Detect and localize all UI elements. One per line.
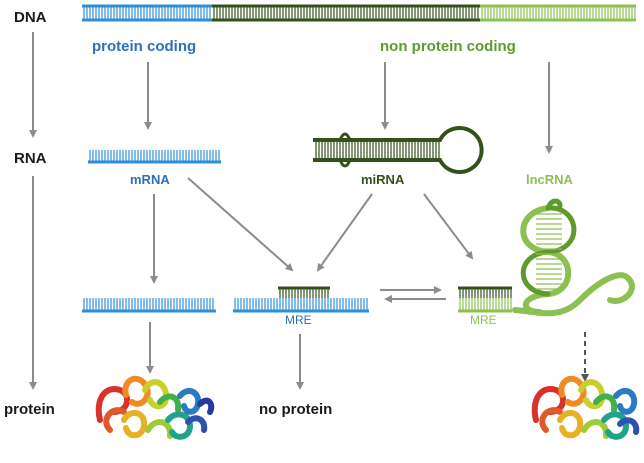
level-label-dna: DNA <box>14 9 47 26</box>
category-protein-coding: protein coding <box>92 38 196 55</box>
mrna-strand <box>88 150 221 164</box>
dna-noncoding-segment <box>212 4 480 22</box>
dna-double-strand <box>82 4 636 22</box>
outcome-no-protein: no protein <box>259 401 332 418</box>
mirna-hairpin <box>313 126 484 174</box>
lncrna-mre-site <box>458 298 512 313</box>
category-non-protein-coding: non protein coding <box>380 38 516 55</box>
mirna-bound-to-lncrna <box>458 286 512 298</box>
level-label-rna: RNA <box>14 150 47 167</box>
label-lncrna: lncRNA <box>526 172 574 187</box>
label-mre-mrna: MRE <box>285 313 312 327</box>
mrna-with-mre <box>233 298 369 313</box>
arrow-mirna-to-mrna-mre <box>316 193 373 272</box>
arrow-mirna-to-lncrna-mre <box>423 193 474 260</box>
protein-structure-left <box>95 375 215 440</box>
dna-coding-segment <box>82 4 212 22</box>
arrow-mrna-to-mre <box>187 177 294 272</box>
mirna-bound-to-mrna <box>278 286 330 298</box>
level-label-protein: protein <box>4 401 55 418</box>
label-mrna: mRNA <box>130 172 170 187</box>
lncrna-molecule <box>512 198 635 317</box>
dna-lncrna-segment <box>480 4 636 22</box>
translated-mrna-strand <box>82 298 216 313</box>
protein-structure-right <box>531 375 640 440</box>
label-mirna: miRNA <box>361 172 405 187</box>
label-mre-lncrna: MRE <box>470 313 497 327</box>
